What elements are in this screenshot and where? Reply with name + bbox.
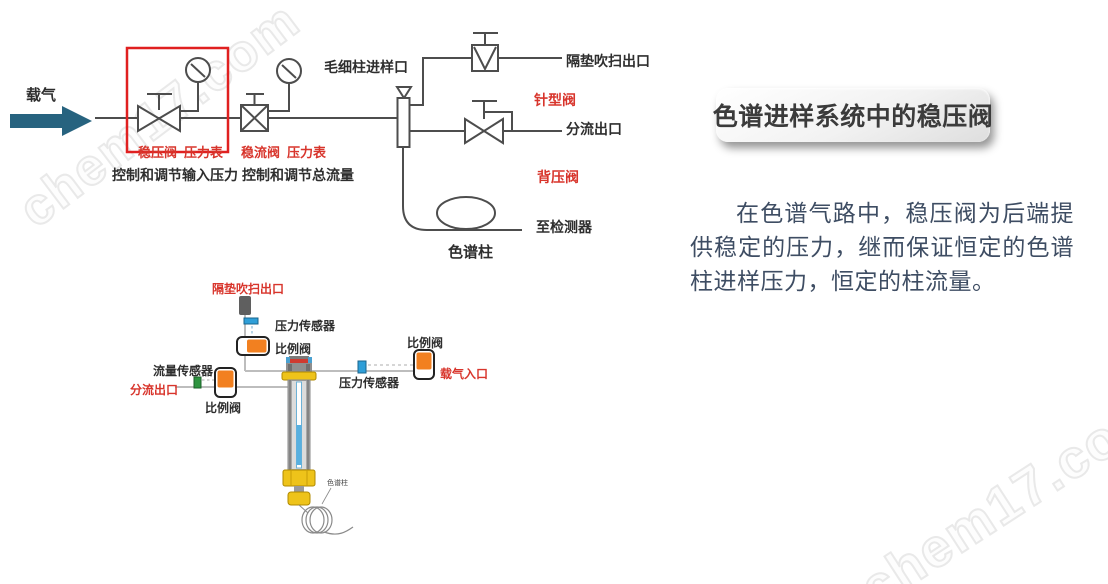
- epc-pressure-sensor-right-label: 压力传感器: [339, 376, 400, 390]
- pressure-sensor-top-icon: [243, 317, 259, 325]
- pressure-sensor-right-icon: [357, 360, 367, 374]
- epc-module-schematic: [175, 296, 435, 535]
- pressure-gauge-label: 压力表: [184, 145, 224, 160]
- carrier-gas-label: 载气: [26, 87, 57, 104]
- capillary-inlet-label: 毛细柱进样口: [324, 59, 408, 75]
- carrier-gas-arrow-icon: [10, 106, 92, 136]
- pressure-valve-label: 稳压阀: [138, 145, 178, 160]
- column-coil-icon: [298, 487, 354, 535]
- intro-paragraph: 在色谱气路中，稳压阀为后端提供稳定的压力，继而保证恒定的色谱柱进样压力，恒定的柱…: [690, 200, 1074, 294]
- purge-vent-icon: [239, 296, 251, 315]
- epc-prop-valve-right-label: 比例阀: [407, 336, 444, 350]
- pressure-gauge-icon: [180, 57, 211, 112]
- back-pressure-valve-label: 背压阀: [537, 169, 579, 185]
- septum-purge-valve-icon: [409, 32, 562, 106]
- pressure-valve-desc: 控制和调节输入压力: [112, 167, 238, 183]
- epc-carrier-inlet-label: 载气入口: [440, 367, 489, 381]
- septum-purge-outlet-label: 隔垫吹扫出口: [566, 53, 650, 69]
- epc-flow-sensor-label: 流量传感器: [153, 364, 214, 378]
- epc-pressure-sensor-top-label: 压力传感器: [275, 319, 336, 333]
- flow-valve-label: 稳流阀: [241, 145, 281, 160]
- flow-sensor-icon: [193, 376, 202, 389]
- epc-column-label: 色谱柱: [327, 480, 348, 487]
- proportional-valve-top-icon: [236, 336, 270, 356]
- top-gas-schematic: [10, 32, 562, 231]
- back-pressure-valve-icon: [409, 100, 562, 145]
- flow-regulator-valve-icon: [240, 93, 269, 132]
- column-loop-icon: [402, 147, 522, 231]
- injector-assembly-icon: [281, 356, 317, 506]
- pressure-regulator-valve-icon: [137, 93, 181, 133]
- to-detector-label: 至检测器: [536, 219, 592, 235]
- epc-split-outlet-label: 分流出口: [130, 383, 179, 397]
- injector-port-icon: [395, 86, 413, 148]
- epc-purge-outlet-label: 隔垫吹扫出口: [212, 282, 285, 296]
- needle-valve-label: 针型阀: [534, 92, 576, 108]
- proportional-valve-left-icon: [214, 367, 237, 398]
- split-outlet-label: 分流出口: [566, 121, 622, 137]
- flow-gauge-label: 压力表: [287, 145, 327, 160]
- column-label: 色谱柱: [448, 244, 494, 261]
- epc-prop-valve-left-label: 比例阀: [205, 401, 242, 415]
- highlight-box: [125, 46, 230, 154]
- proportional-valve-right-icon: [413, 349, 435, 380]
- pressure-gauge-2-icon: [268, 58, 302, 112]
- flow-valve-desc: 控制和调节总流量: [242, 167, 354, 183]
- page-title: 色谱进样系统中的稳压阀: [713, 88, 993, 142]
- epc-prop-valve-top-label: 比例阀: [275, 342, 312, 356]
